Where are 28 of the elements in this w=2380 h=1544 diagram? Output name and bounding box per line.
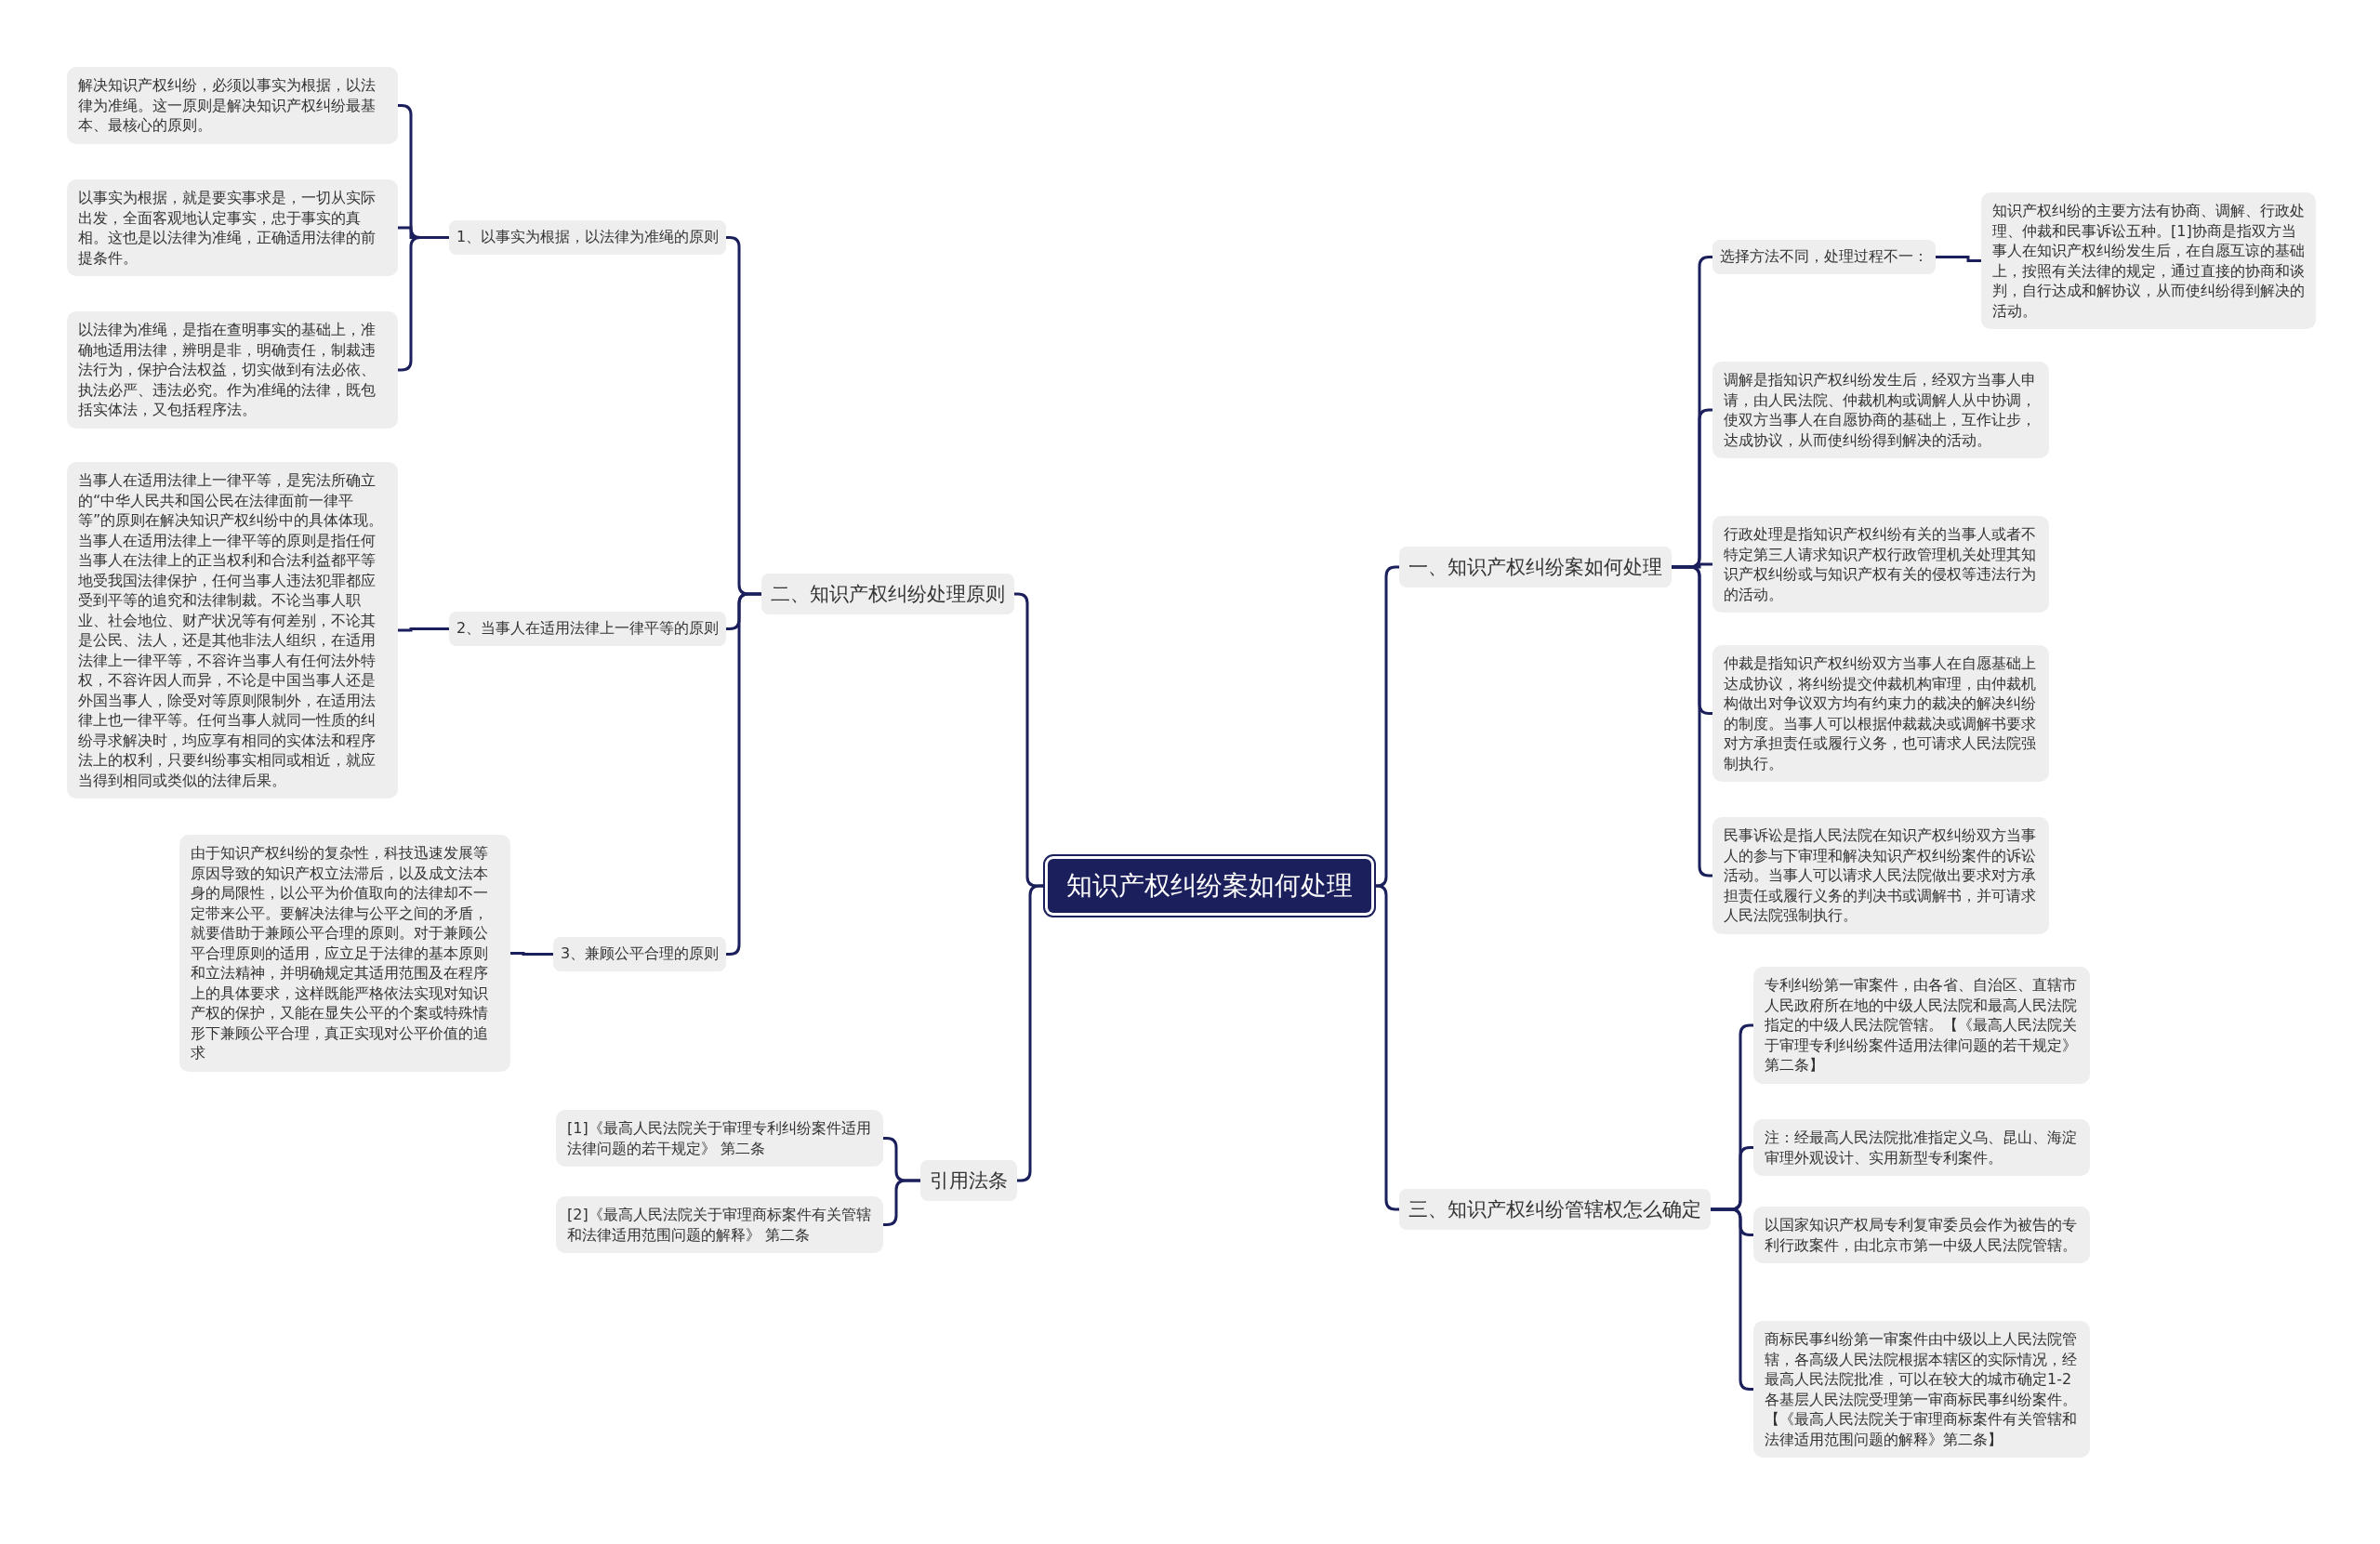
- note-card: [1]《最高人民法院关于审理专利纠纷案件适用法律问题的若干规定》 第二条: [556, 1110, 883, 1167]
- connector-line: [510, 952, 553, 956]
- note-card: [2]《最高人民法院关于审理商标案件有关管辖和法律适用范围问题的解释》 第二条: [556, 1196, 883, 1253]
- subtopic: 选择方法不同，处理过程不一：: [1712, 240, 1936, 274]
- note-card: 解决知识产权纠纷，必须以事实为根据，以法律为准绳。这一原则是解决知识产权纠纷最基本、最核心的原则。: [67, 67, 398, 144]
- note-card: 以事实为根据，就是要实事求是，一切从实际出发，全面客观地认定事实，忠于事实的真相。这也是以法律为准绳，正确适用法律的前提条件。: [67, 179, 398, 276]
- note-card: 民事诉讼是指人民法院在知识产权纠纷双方当事人的参与下审理和解决知识产权纠纷案件的诉讼活动。当事人可以请求人民法院做出要求对方承担责任或履行义务的判决书或调解书，并可请求人民法院强制执行。: [1712, 817, 2049, 934]
- branch-topic: 三、知识产权纠纷管辖权怎么确定: [1399, 1189, 1711, 1230]
- branch-topic: 引用法条: [920, 1160, 1017, 1201]
- note-card: 当事人在适用法律上一律平等，是宪法所确立的“中华人民共和国公民在法律面前一律平等”的原则在解决知识产权纠纷中的具体体现。当事人在适用法律上一律平等的原则是指任何当事人在法律上的正当权利和合法利益都平等地受我国法律保护，任何当事人违法犯罪都应受到平等的追究和法律制裁。不论当事人职业、社会地位、财产状况等有何差别，不论其是公民、法人，还是其他非法人组织，在适用法律上一律平等，不容许当事人有任何法外特权，不容许因人而异，不论是中国当事人还是外国当事人，除受对等原则限制外，在适用法律上也一律平等。任何当事人就同一性质的纠纷寻求解决时，均应享有相同的实体法和程序法上的权利，只要纠纷事实相同或相近，就应当得到相同或类似的法律后果。: [67, 462, 398, 798]
- connector-line: [1936, 256, 1981, 262]
- note-card: 注：经最高人民法院批准指定义乌、昆山、海淀审理外观设计、实用新型专利案件。: [1753, 1119, 2090, 1176]
- connector-line: [883, 1179, 920, 1226]
- branch-topic: 一、知识产权纠纷案如何处理: [1399, 547, 1672, 587]
- note-card: 由于知识产权纠纷的复杂性，科技迅速发展等原因导致的知识产权立法滞后，以及成文法本身的局限性，以公平为价值取向的法律却不一定带来公平。要解决法律与公平之间的矛盾，就要借助于兼顾公平合理的原则。对于兼顾公平合理原则的适用，应立足于法律的基本原则和立法精神，并明确规定其适用范围及在程序上的具体要求，这样既能严格依法实现对知识产权的保护，又能在显失公平的个案或特殊情形下兼顾公平合理，真正实现对公平价值的追求: [179, 835, 510, 1072]
- note-card: 调解是指知识产权纠纷发生后，经双方当事人申请，由人民法院、仲裁机构或调解人从中协调，使双方当事人在自愿协商的基础上，互作让步，达成协议，从而使纠纷得到解决的活动。: [1712, 362, 2049, 458]
- note-card: 商标民事纠纷第一审案件由中级以上人民法院管辖，各高级人民法院根据本辖区的实际情况，经最高人民法院批准，可以在较大的城市确定1-2各基层人民法院受理第一审商标民事纠纷案件。【《最高人民法院关于审理商标案件有关管辖和法律适用范围问题的解释》第二条】: [1753, 1321, 2090, 1458]
- branch-topic: 二、知识产权纠纷处理原则: [761, 574, 1014, 614]
- connector-line: [398, 627, 449, 632]
- note-card: 知识产权纠纷的主要方法有协商、调解、行政处理、仲裁和民事诉讼五种。[1]协商是指双方当事人在知识产权纠纷发生后，在自愿互谅的基础上，按照有关法律的规定，通过直接的协商和谈判，自行达成和解协议，从而使纠纷得到解决的活动。: [1981, 192, 2316, 329]
- subtopic: 3、兼顾公平合理的原则: [553, 937, 727, 971]
- note-card: 行政处理是指知识产权纠纷有关的当事人或者不特定第三人请求知识产权行政管理机关处理其知识产权纠纷或与知识产权有关的侵权等违法行为的活动。: [1712, 516, 2049, 613]
- note-card: 以国家知识产权局专利复审委员会作为被告的专利行政案件，由北京市第一中级人民法院管辖。: [1753, 1207, 2090, 1263]
- note-card: 以法律为准绳，是指在查明事实的基础上，准确地适用法律，辨明是非，明确责任，制裁违法行为，保护合法权益，切实做到有法必依、执法必严、违法必究。作为准绳的法律，既包括实体法，又包括程序法。: [67, 311, 398, 429]
- subtopic: 1、以事实为根据，以法律为准绳的原则: [449, 220, 727, 255]
- note-card: 专利纠纷第一审案件，由各省、自治区、直辖市人民政府所在地的中级人民法院和最高人民法院指定的中级人民法院管辖。【《最高人民法院关于审理专利纠纷案件适用法律问题的若干规定》第二条】: [1753, 967, 2090, 1084]
- note-card: 仲裁是指知识产权纠纷双方当事人在自愿基础上达成协议，将纠纷提交仲裁机构审理，由仲裁机构做出对争议双方均有约束力的裁决的解决纠纷的制度。当事人可以根据仲裁裁决或调解书要求对方承担责任或履行义务，也可请求人民法院强制执行。: [1712, 645, 2049, 782]
- subtopic: 2、当事人在适用法律上一律平等的原则: [449, 612, 727, 646]
